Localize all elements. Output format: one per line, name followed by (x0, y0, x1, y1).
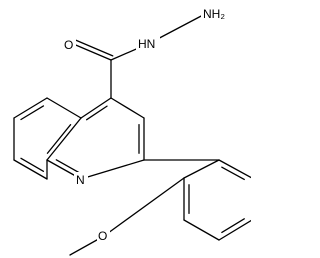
bond-ring-b (13, 97, 48, 119)
bond-ring-c (218, 159, 251, 179)
structure-diagram: NH₂ HN O N O (13, 6, 251, 256)
atom-label-ring-nitrogen: N (76, 173, 85, 187)
atom-label-nh: HN (138, 37, 155, 51)
bond-ring-c-double (221, 218, 245, 234)
bond-ring-c-double (221, 166, 245, 181)
atom-label-ether-oxygen: O (98, 229, 107, 243)
bond-ring-b (46, 97, 82, 119)
bond-ring-fusion (46, 117, 82, 161)
bond-ring-b-double (20, 157, 45, 172)
bond-ring-c (218, 219, 251, 241)
bond-carbonyl-double (72, 38, 114, 57)
bond-ring-a-double (55, 159, 81, 174)
bond-ring-a (80, 159, 145, 180)
bond-ring-c (183, 159, 220, 179)
atom-label-layer: NH₂ HN O N O (63, 6, 239, 243)
atom-label-nh2: NH₂ (203, 7, 225, 21)
bond-ring-c (183, 219, 220, 241)
bond-layer (13, 13, 251, 256)
bond-ring-a (110, 97, 145, 119)
bond-ring-a-double (86, 105, 108, 121)
bond-ring-a (80, 97, 112, 119)
bond-ring-b (13, 159, 48, 180)
atom-label-carbonyl-oxygen: O (64, 38, 73, 52)
bond-ring-b-double (20, 105, 45, 121)
bond-carbonyl (70, 42, 112, 61)
bond-aryl-o (103, 177, 185, 237)
bond-ring-b-double (46, 124, 72, 154)
